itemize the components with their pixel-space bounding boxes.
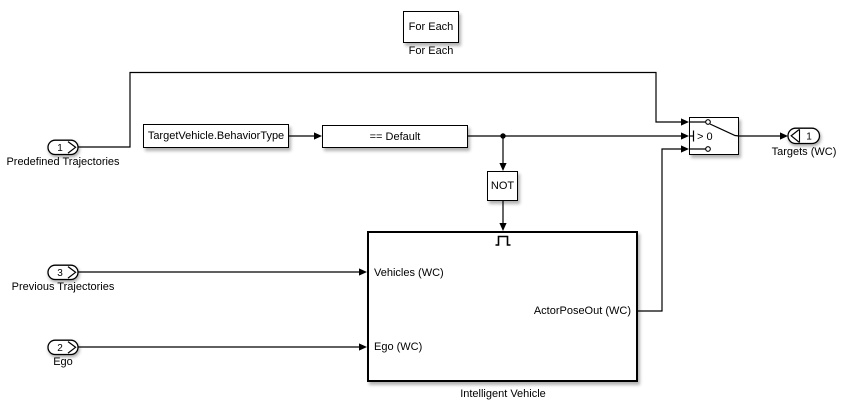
wire-actorposeout-to-switch[interactable] <box>638 148 682 312</box>
equals-default-block[interactable]: == Default <box>322 125 468 148</box>
inport-3[interactable]: 3 <box>47 264 79 281</box>
iv-outport-label-actorposeout: ActorPoseOut (WC) <box>533 305 631 317</box>
arrowhead-icon <box>681 118 689 126</box>
inport-2-oval <box>47 339 79 356</box>
for-each-block-label: For Each <box>408 45 454 57</box>
inport-3-number: 3 <box>57 268 63 279</box>
arrowhead-icon <box>681 132 689 140</box>
inport-2-label: Ego <box>53 356 73 368</box>
inport-chevron-icon <box>67 341 77 354</box>
arrowhead-icon <box>359 343 367 351</box>
outport-chevron-icon <box>790 129 800 143</box>
iv-inport-label-ego: Ego (WC) <box>374 341 423 353</box>
inport-1-label: Predefined Trajectories <box>6 156 120 168</box>
branch-point <box>500 133 506 139</box>
intelligent-vehicle-block[interactable]: Vehicles (WC) Ego (WC) ActorPoseOut (WC) <box>367 231 638 382</box>
arrowhead-icon <box>359 268 367 276</box>
arrowhead-icon <box>499 163 507 171</box>
arrowhead-icon <box>314 132 322 140</box>
outport-1-label: Targets (WC) <box>771 146 837 158</box>
inport-1-number: 1 <box>57 143 63 154</box>
inport-3-oval <box>47 264 79 281</box>
inport-2-number: 2 <box>57 343 63 354</box>
inport-chevron-icon <box>67 141 77 154</box>
iv-inport-label-vehicles: Vehicles (WC) <box>374 267 444 279</box>
for-each-block-text: For Each <box>408 21 454 33</box>
outport-1[interactable]: 1 <box>787 127 821 145</box>
intelligent-vehicle-block-label: Intelligent Vehicle <box>460 388 546 400</box>
inport-2[interactable]: 2 <box>47 339 79 356</box>
outport-1-number: 1 <box>806 132 812 143</box>
not-block-text: NOT <box>490 180 515 192</box>
equals-default-text: == Default <box>369 130 421 143</box>
switch-block[interactable] <box>689 117 739 155</box>
inport-1-oval <box>47 139 79 156</box>
behavior-type-constant-block[interactable]: TargetVehicle.BehaviorType <box>143 124 289 148</box>
inport-1[interactable]: 1 <box>47 139 79 156</box>
for-each-block[interactable]: For Each <box>403 11 459 43</box>
inport-3-label: Previous Trajectories <box>11 281 115 293</box>
arrowhead-icon <box>499 223 507 231</box>
outport-1-oval <box>787 127 821 145</box>
arrowhead-icon <box>681 145 689 153</box>
not-block[interactable]: NOT <box>487 171 518 201</box>
inport-chevron-icon <box>67 266 77 279</box>
behavior-type-constant-text: TargetVehicle.BehaviorType <box>147 130 285 142</box>
